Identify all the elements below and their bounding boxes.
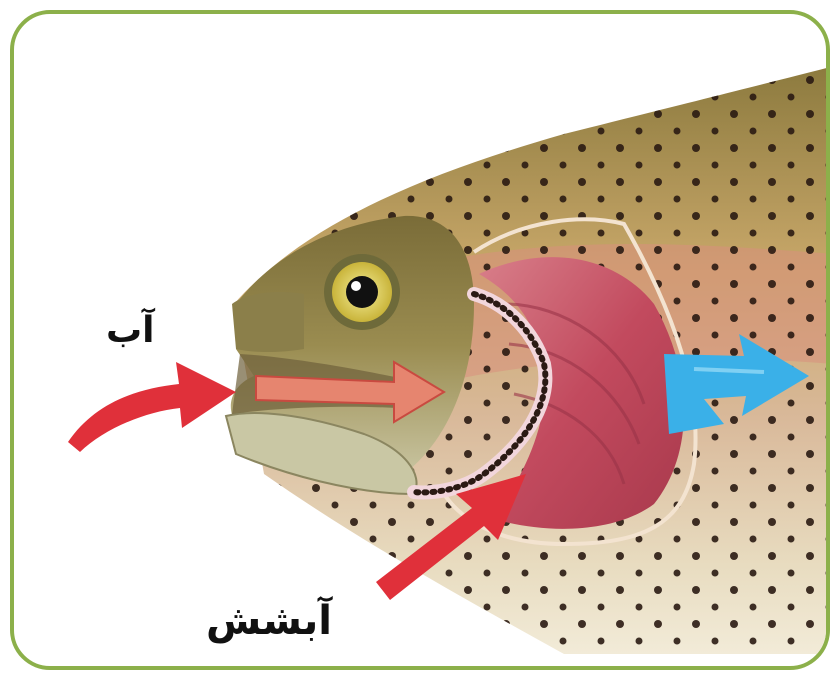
diagram-frame: آب آبشش <box>10 10 830 670</box>
gills-label: آبشش <box>206 598 332 644</box>
water-label: آب <box>106 310 155 351</box>
fish-eye-icon <box>324 254 400 330</box>
water-inflow-arrow <box>68 362 236 452</box>
